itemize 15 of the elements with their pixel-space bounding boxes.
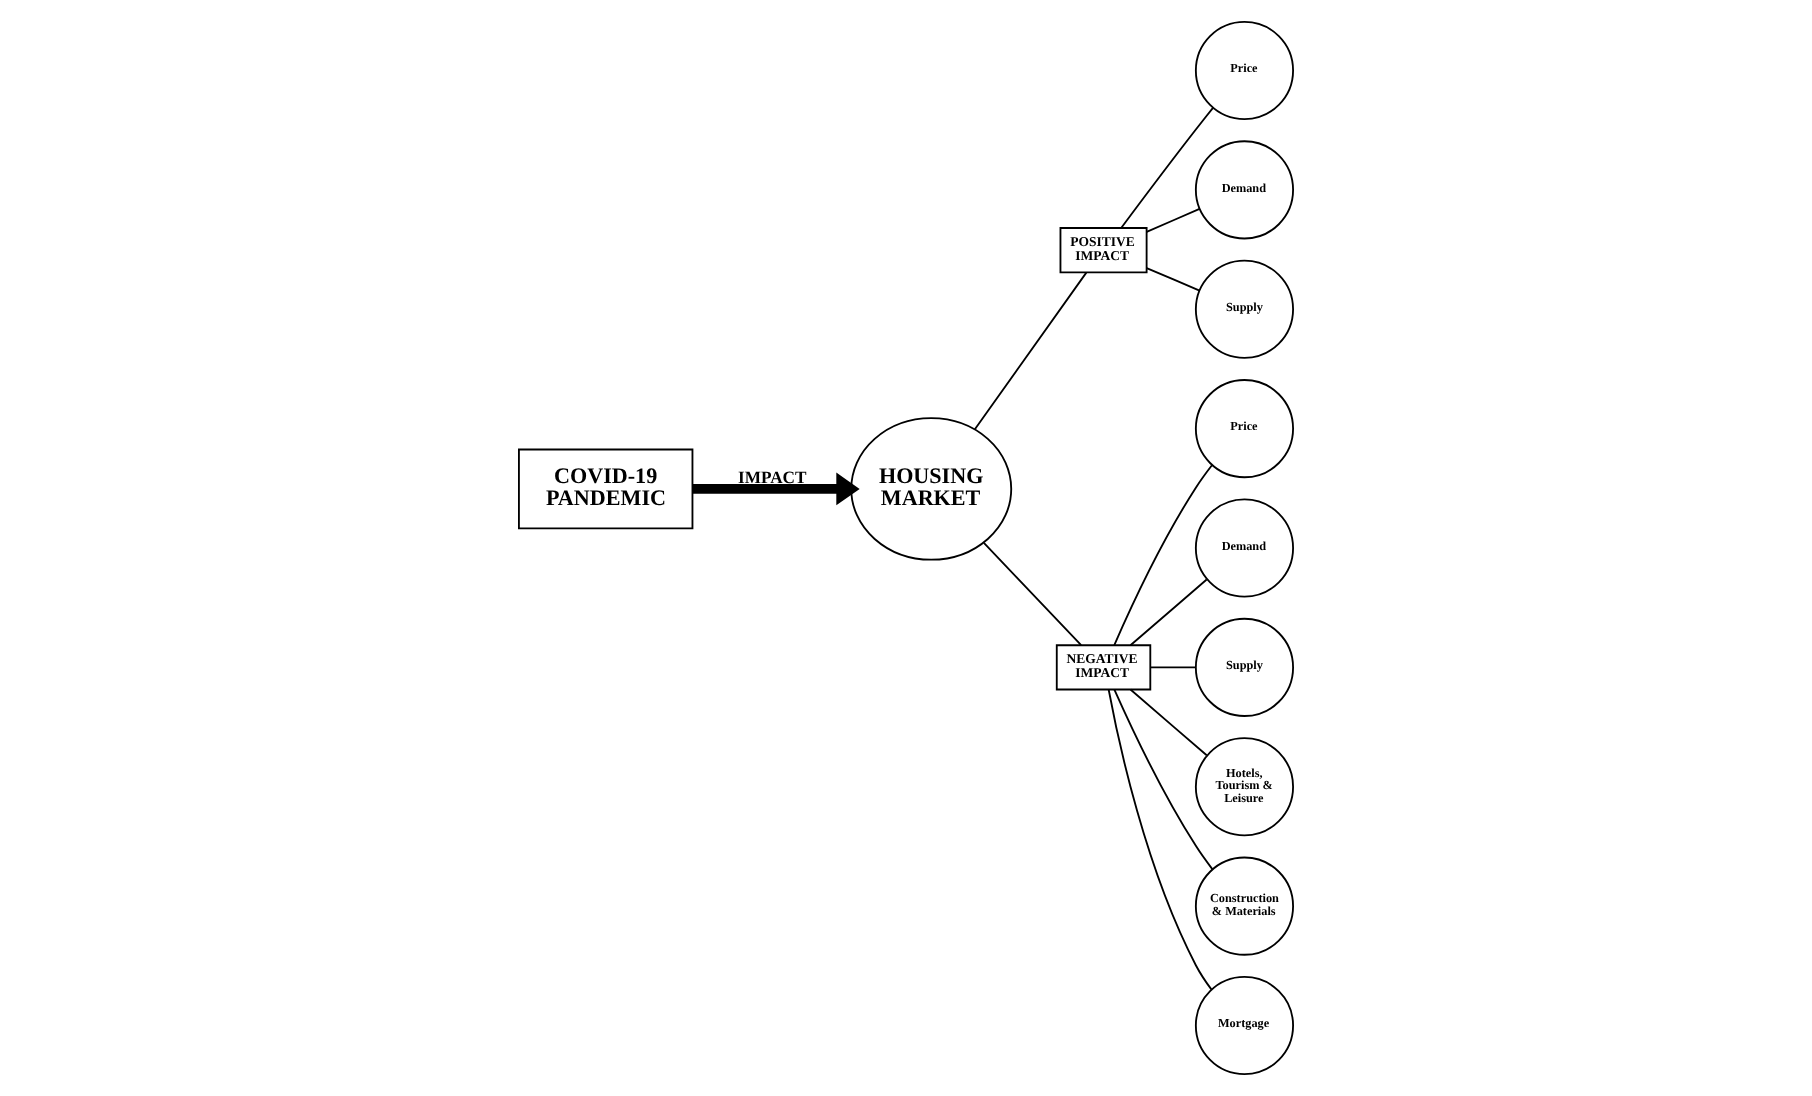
arrow xyxy=(692,472,860,506)
node-ellipse: HOUSING MARKET xyxy=(850,417,1013,561)
node-box: COVID-19 PANDEMIC xyxy=(518,448,694,530)
edge-label: IMPACT xyxy=(738,467,807,488)
connector xyxy=(982,542,1083,647)
connector xyxy=(973,271,1088,431)
connector xyxy=(1120,106,1214,229)
connector xyxy=(1107,688,1213,991)
connector xyxy=(1113,688,1214,871)
connector xyxy=(1145,267,1201,292)
connector xyxy=(1129,688,1208,757)
connector xyxy=(1149,666,1197,669)
connector xyxy=(1129,578,1208,647)
connector xyxy=(1145,207,1201,233)
connector xyxy=(1113,464,1213,646)
